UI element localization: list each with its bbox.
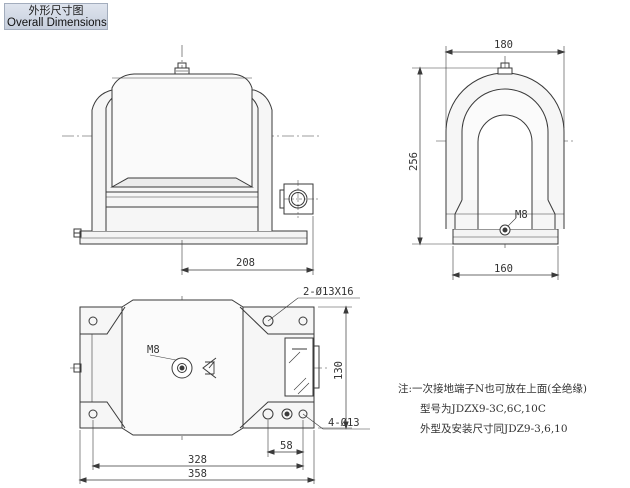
slot-spec-label: 2-Ø13X16 (303, 286, 354, 298)
dim-256-label: 256 (408, 152, 420, 171)
top-m8-label: M8 (147, 344, 160, 356)
dim-208-label: 208 (236, 257, 255, 269)
note-line-3: 外型及安装尺寸同JDZ9-3,6,10 (420, 422, 568, 435)
dim-358-label: 358 (188, 468, 207, 480)
top-ground-bolt-left (73, 363, 82, 373)
dim-180-label: 180 (494, 39, 513, 51)
slot-hole-1 (262, 315, 274, 327)
title-badge: 外形尺寸图 Overall Dimensions (4, 3, 108, 30)
title-english: Overall Dimensions (7, 16, 107, 29)
dim-58-label: 58 (280, 440, 293, 452)
top-view: M8 2-Ø13X16 130 4-Ø13 58 (70, 286, 370, 484)
dim-160-label: 160 (494, 263, 513, 275)
side-view: M8 180 256 160 (408, 39, 575, 280)
mount-hole-label: 4-Ø13 (328, 417, 360, 429)
top-terminal-box (284, 337, 314, 397)
dim-328-label: 328 (188, 454, 207, 466)
note-line-1: 注:一次接地端子N也可放在上面(全绝缘) (398, 382, 587, 395)
title-chinese: 外形尺寸图 (28, 4, 84, 17)
notes-block: 注:一次接地端子N也可放在上面(全绝缘) 型号为JDZX9-3C,6C,10C … (398, 382, 587, 435)
front-view: 208 (62, 45, 320, 275)
dim-130-label: 130 (333, 361, 345, 380)
side-m8-label: M8 (515, 209, 528, 221)
side-top-bolt (497, 67, 513, 75)
note-line-2: 型号为JDZX9-3C,6C,10C (420, 402, 546, 415)
